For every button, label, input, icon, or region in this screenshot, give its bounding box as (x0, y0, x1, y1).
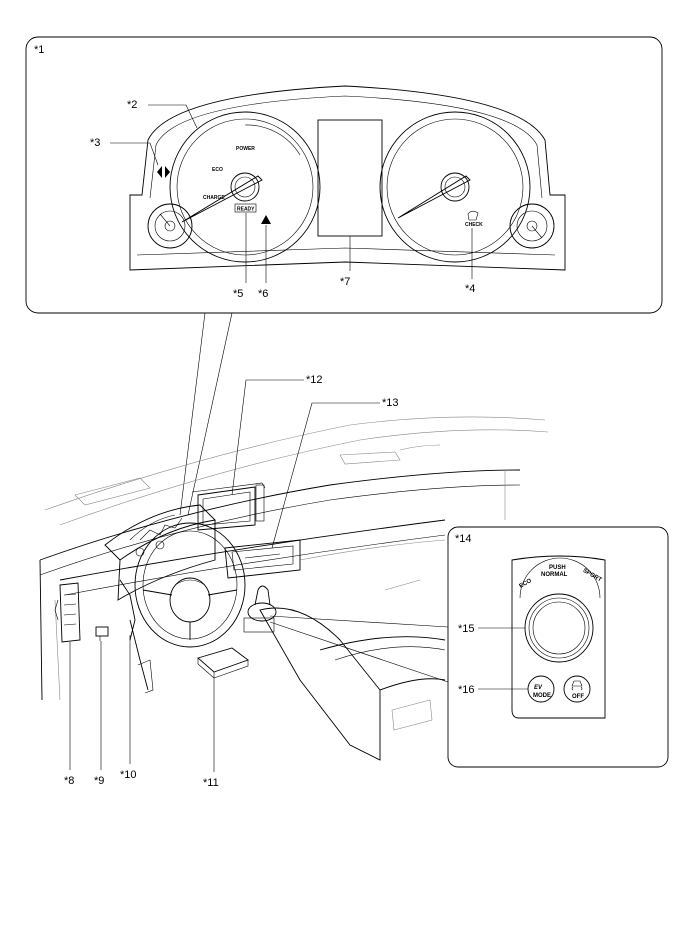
inset-connector-right (187, 312, 233, 516)
ready-indicator-box (234, 203, 257, 213)
hybrid-system-gauge: POWER ECO CHARGE READY (169, 111, 321, 263)
steering-wheel (134, 522, 246, 648)
leader-2 (148, 104, 198, 129)
mode-label-eco: ECO (519, 578, 534, 590)
drive-mode-selector-knob[interactable] (524, 593, 594, 663)
turn-signal-icon (157, 166, 170, 178)
callout-1: *1 (34, 44, 44, 56)
left-small-gauge (147, 203, 193, 249)
callout-4: *4 (465, 283, 475, 295)
gauge-label-eco: ECO (212, 167, 223, 173)
traction-off-button[interactable]: OFF (563, 675, 591, 703)
navigation-display (191, 482, 266, 531)
callout-7: *7 (340, 276, 350, 288)
callout-6: *6 (258, 288, 268, 300)
meter-inset: *1 POWER ECO CHARGE (25, 36, 663, 314)
center-control-panel (224, 539, 301, 579)
transponder-module (95, 626, 109, 641)
ev-mode-button-sublabel: MODE (533, 693, 551, 699)
drive-mode-inset-frame (447, 526, 669, 768)
meter-housing (129, 85, 566, 271)
ev-mode-button-label: EV (534, 685, 543, 691)
speedometer-gauge: CHECK (379, 111, 531, 263)
inset-connector-lower (269, 621, 449, 683)
check-icon (467, 210, 479, 221)
combination-meter (104, 504, 216, 601)
ready-indicator: READY (237, 207, 255, 213)
ev-mode-button[interactable]: EV MODE (527, 675, 555, 703)
steering-column (119, 579, 154, 694)
inset-connector-upper (269, 615, 449, 628)
callout-10: *10 (120, 769, 137, 781)
callout-14: *14 (455, 533, 472, 545)
meter-lower-edge (136, 247, 556, 256)
callout-11: *11 (203, 777, 219, 789)
mode-label-sport: SPORT (582, 568, 603, 584)
leader-13 (271, 402, 380, 549)
leader-12 (231, 379, 304, 496)
mode-label-normal: NORMAL (541, 572, 568, 578)
airbag-sensor (197, 647, 249, 679)
inset-connector-left (179, 312, 206, 516)
right-small-gauge (509, 203, 555, 249)
callout-8: *8 (64, 775, 74, 787)
multi-information-display (317, 119, 383, 237)
callout-12: *12 (306, 374, 323, 386)
gauge-label-charge: CHARGE (203, 195, 225, 201)
callout-3: *3 (90, 137, 100, 149)
shift-lever (243, 585, 277, 633)
callout-9: *9 (94, 775, 104, 787)
callout-2: *2 (127, 99, 137, 111)
drive-mode-inset: *14 PUSH NORMAL ECO SPORT EV MODE OFF *1… (447, 526, 669, 768)
meter-inset-frame (25, 36, 663, 314)
meter-housing-inner (149, 95, 543, 199)
dashboard-illustration (39, 416, 549, 761)
switch-bezel (511, 555, 606, 719)
check-indicator-label: CHECK (465, 222, 483, 228)
callout-15: *15 (458, 623, 475, 635)
warning-triangle-icon (261, 215, 271, 224)
traction-off-label: OFF (572, 694, 584, 700)
callout-16: *16 (458, 684, 475, 696)
gauge-label-power: POWER (236, 146, 255, 152)
traction-control-icon (571, 680, 583, 691)
callout-13: *13 (382, 397, 399, 409)
leader-3 (110, 142, 159, 166)
left-dash-module (54, 582, 81, 643)
mode-arc (519, 557, 601, 599)
callout-5: *5 (233, 288, 243, 300)
mode-label-push: PUSH (549, 565, 566, 571)
